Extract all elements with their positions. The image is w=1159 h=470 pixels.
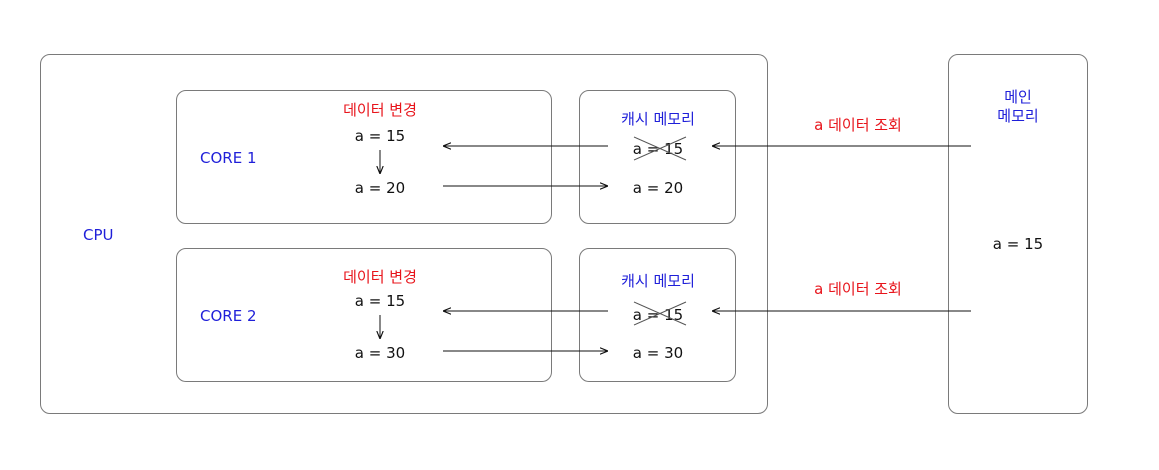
strike-x-icon [633, 136, 687, 161]
read-label-1: a 데이터 조회 [814, 116, 902, 134]
core-2-value-before: a = 15 [354, 292, 406, 310]
read-label-2: a 데이터 조회 [814, 280, 902, 298]
cache-2-title: 캐시 메모리 [621, 272, 695, 290]
cache-2-new-value: a = 30 [632, 344, 684, 362]
core-2-box [176, 248, 552, 382]
core-1-change-title: 데이터 변경 [343, 101, 417, 119]
core-2-label: CORE 2 [200, 307, 257, 325]
main-memory-label-line1: 메인 [1004, 88, 1032, 106]
core-1-box [176, 90, 552, 224]
cache-1-title: 캐시 메모리 [621, 110, 695, 128]
main-memory-box [948, 54, 1088, 414]
core-1-label: CORE 1 [200, 149, 257, 167]
core-2-value-after: a = 30 [354, 344, 406, 362]
main-memory-value: a = 15 [992, 235, 1044, 253]
cache-1-new-value: a = 20 [632, 179, 684, 197]
cache-1-box [579, 90, 736, 224]
core-1-value-after: a = 20 [354, 179, 406, 197]
main-memory-label-line2: 메모리 [997, 107, 1039, 125]
cpu-label: CPU [83, 226, 114, 244]
core-2-change-title: 데이터 변경 [343, 268, 417, 286]
strike-x-icon [633, 301, 687, 326]
core-1-value-before: a = 15 [354, 127, 406, 145]
